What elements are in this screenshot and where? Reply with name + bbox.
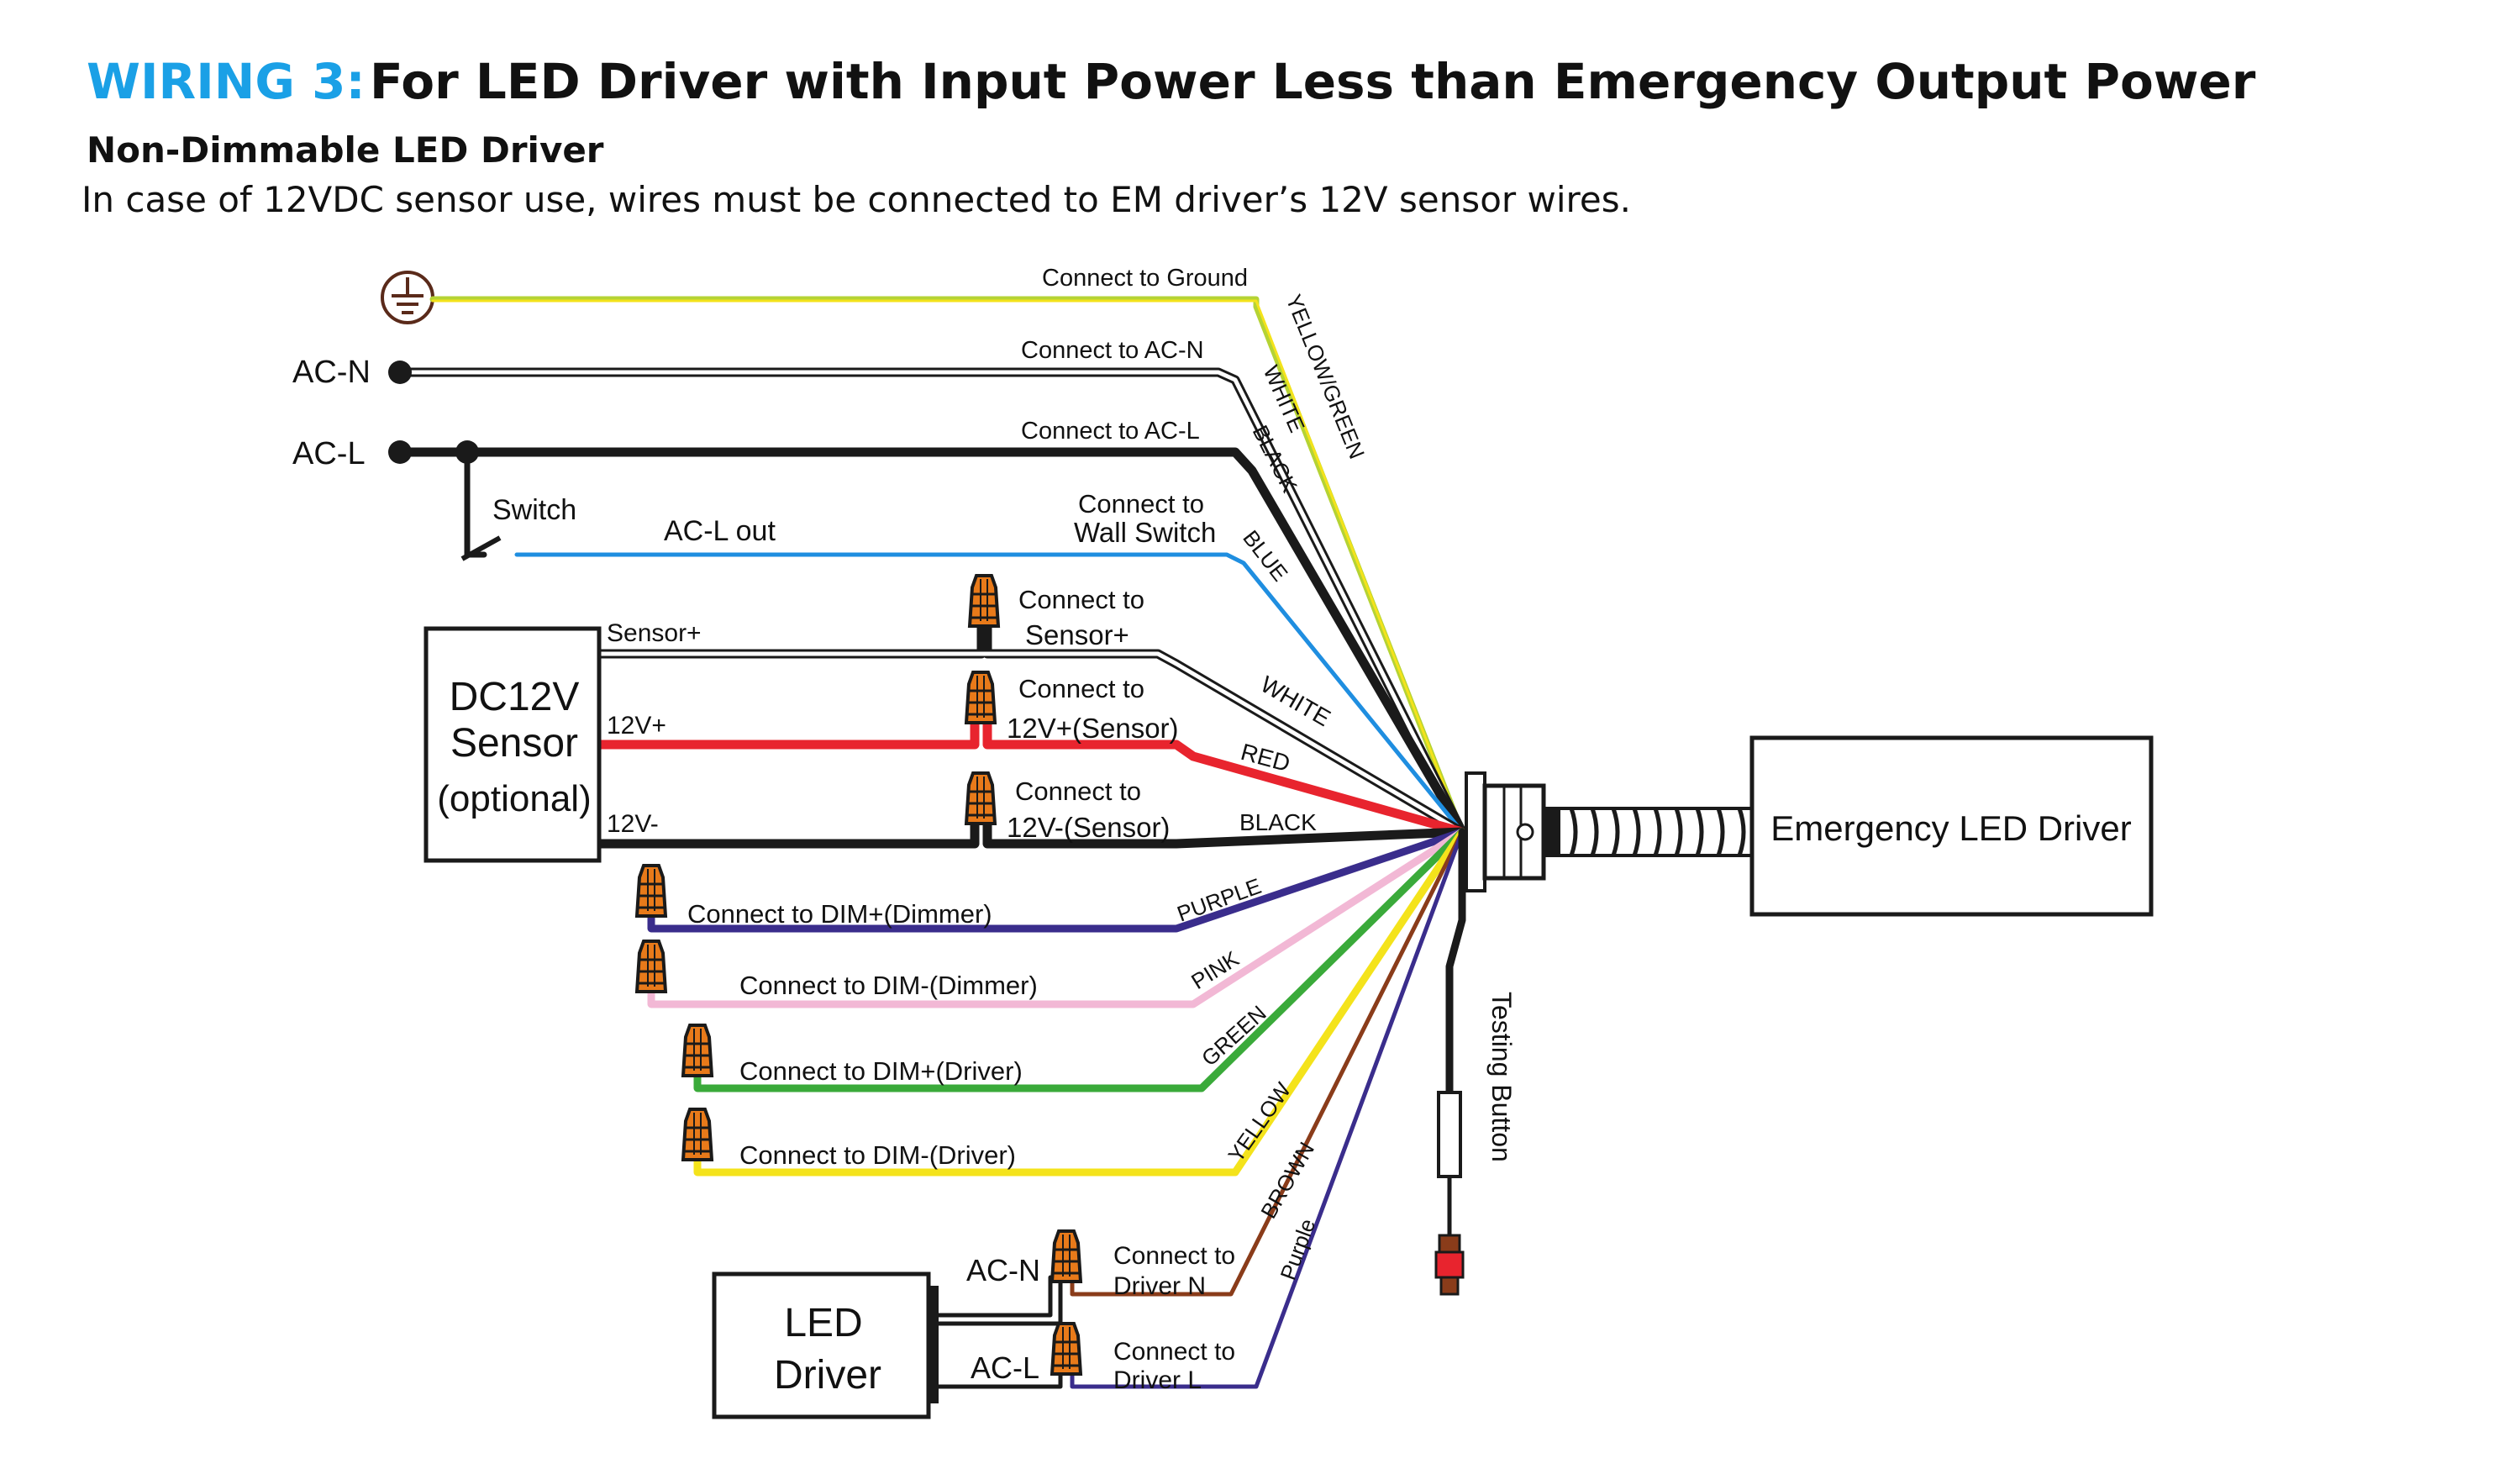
sensor-label-1: DC12V bbox=[450, 675, 580, 719]
led-driver-label-2: Driver bbox=[774, 1353, 881, 1398]
led-ac-l-label: AC-L bbox=[971, 1350, 1039, 1385]
color-yellow: YELLOW bbox=[1223, 1077, 1296, 1166]
connect-driver-n-2: Driver N bbox=[1113, 1272, 1206, 1300]
junction-switch bbox=[455, 440, 479, 464]
ac-n-label: AC-N bbox=[292, 355, 371, 390]
wire-yellow-driver bbox=[693, 828, 1466, 1177]
color-purple-lower: Purple bbox=[1275, 1215, 1320, 1283]
emergency-driver-label: Emergency LED Driver bbox=[1770, 808, 2131, 848]
terminal-ac-l bbox=[388, 440, 412, 464]
ground-icon bbox=[381, 271, 434, 324]
sensor-12v-plus-label: 12V+ bbox=[607, 712, 666, 740]
led-ac-n-label: AC-N bbox=[966, 1253, 1040, 1287]
color-yellow-green: YELLOW/GREEN bbox=[1281, 291, 1370, 462]
flexible-conduit bbox=[1557, 807, 1754, 857]
terminal-ac-n bbox=[388, 361, 412, 384]
sensor-label-2: Sensor bbox=[450, 721, 578, 766]
wire-purple-driver-l bbox=[1070, 829, 1465, 1389]
connect-driver-l-1: Connect to bbox=[1113, 1338, 1235, 1366]
testing-button-cable bbox=[1434, 828, 1466, 1296]
page-title: For LED Driver with Input Power Less tha… bbox=[370, 53, 2256, 110]
sensor-label-3: (optional) bbox=[437, 778, 591, 819]
wire-nut-sensor-plus bbox=[968, 574, 1000, 628]
ac-l-label: AC-L bbox=[292, 436, 366, 471]
switch-label: Switch bbox=[492, 494, 576, 526]
color-brown: BROWN bbox=[1255, 1138, 1319, 1223]
connect-ac-l: Connect to AC-L bbox=[1021, 418, 1200, 445]
color-black-sensor: BLACK bbox=[1239, 809, 1317, 835]
connect-ac-n: Connect to AC-N bbox=[1021, 337, 1204, 364]
wire-ac-n bbox=[395, 367, 1467, 837]
note-text: In case of 12VDC sensor use, wires must … bbox=[82, 179, 1631, 220]
ac-l-out-label: AC-L out bbox=[664, 515, 776, 547]
wire-nut-driver-n bbox=[1050, 1229, 1082, 1283]
wire-green-driver bbox=[693, 828, 1466, 1092]
color-purple: PURPLE bbox=[1174, 873, 1265, 927]
wire-led-ac-n bbox=[930, 1275, 1053, 1318]
wire-nut-12v-plus bbox=[965, 671, 997, 724]
emergency-driver-connector bbox=[1465, 771, 1559, 892]
connect-ground: Connect to Ground bbox=[1042, 265, 1248, 292]
wire-sensor-plus bbox=[594, 617, 1467, 837]
subtitle: Non-Dimmable LED Driver bbox=[87, 129, 604, 171]
wire-nut-dim-minus-dimmer bbox=[635, 940, 667, 993]
connect-dim-plus-driver: Connect to DIM+(Driver) bbox=[739, 1056, 1023, 1086]
connect-dim-minus-driver: Connect to DIM-(Driver) bbox=[739, 1140, 1016, 1170]
wire-12v-plus bbox=[594, 713, 1467, 837]
connect-12v-minus-2: 12V-(Sensor) bbox=[1007, 812, 1170, 843]
sensor-box bbox=[424, 626, 602, 863]
connect-12v-minus-1: Connect to bbox=[1015, 776, 1141, 806]
connect-dim-minus-dimmer: Connect to DIM-(Dimmer) bbox=[739, 971, 1038, 1000]
connect-driver-n-1: Connect to bbox=[1113, 1242, 1235, 1270]
wire-nut-dim-plus-dimmer bbox=[635, 864, 667, 918]
connect-driver-l-2: Driver L bbox=[1113, 1366, 1202, 1394]
connect-12v-plus-1: Connect to bbox=[1018, 674, 1144, 703]
wire-ac-l-out bbox=[514, 552, 1465, 834]
wiring-number: WIRING 3: bbox=[87, 53, 366, 110]
testing-button-label: Testing Button bbox=[1486, 992, 1517, 1162]
wire-purple-dimmer bbox=[647, 828, 1466, 933]
led-driver-label-1: LED bbox=[784, 1301, 862, 1345]
connect-wall-switch-2: Wall Switch bbox=[1074, 517, 1216, 548]
switch-symbol bbox=[460, 449, 502, 561]
wire-nut-dim-minus-driver bbox=[681, 1108, 713, 1161]
connect-sensor-plus-2: Sensor+ bbox=[1025, 619, 1129, 650]
led-driver-terminal bbox=[929, 1286, 939, 1403]
wire-ac-l bbox=[395, 447, 1467, 837]
wire-brown-driver-n bbox=[1070, 829, 1465, 1297]
wire-pink-dimmer bbox=[647, 828, 1466, 1008]
connect-dim-plus-dimmer: Connect to DIM+(Dimmer) bbox=[687, 899, 992, 929]
wire-nut-dim-plus-driver bbox=[681, 1024, 713, 1077]
wire-nut-12v-minus bbox=[965, 771, 997, 825]
sensor-plus-label: Sensor+ bbox=[607, 619, 702, 647]
wire-nut-driver-l bbox=[1050, 1322, 1082, 1376]
connect-sensor-plus-1: Connect to bbox=[1018, 585, 1144, 614]
sensor-12v-minus-label: 12V- bbox=[607, 810, 659, 838]
emergency-driver-box bbox=[1749, 735, 2154, 917]
wire-ground bbox=[429, 296, 1465, 835]
connect-12v-plus-2: 12V+(Sensor) bbox=[1007, 713, 1179, 744]
connect-wall-switch-1: Connect to bbox=[1078, 489, 1204, 519]
